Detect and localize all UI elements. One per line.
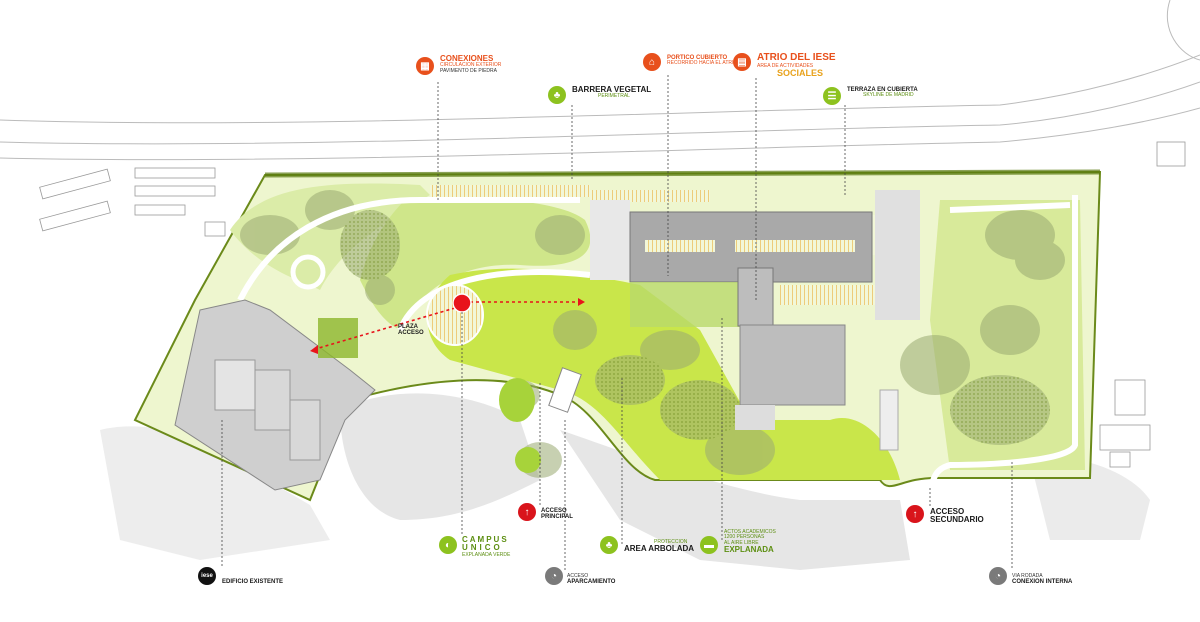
- road-icon: ◔: [989, 567, 1007, 585]
- campus-icon: ◐: [439, 536, 457, 554]
- label-portico: PORTICO CUBIERTO RECORRIDO HACIA EL ATRI…: [667, 55, 737, 67]
- conexiones-title: CONEXIONES: [440, 54, 494, 63]
- acceso-secundario-line2: SECUNDARIO: [930, 515, 984, 525]
- label-via: VIA RODADA CONEXION INTERNA: [1012, 573, 1073, 586]
- roundabout: [290, 254, 326, 290]
- plaza-marker: [452, 293, 472, 313]
- entry-planter: [499, 378, 535, 422]
- atrio-sub: AREA DE ACTIVIDADES: [757, 62, 814, 69]
- atrio-big: SOCIALES: [777, 67, 824, 78]
- arbolada-sub: PROTECCION: [654, 539, 688, 545]
- portico-sub: RECORRIDO HACIA EL ATRIO: [667, 60, 738, 67]
- campus-line1: CAMPUS: [462, 535, 509, 544]
- terraza-sub: SKYLINE DE MADRID: [863, 92, 914, 99]
- barrera-title: BARRERA VEGETAL: [572, 85, 652, 94]
- label-acceso-aparcamiento: ACCESO APARCAMIENTO: [567, 573, 616, 586]
- edificio-title: EDIFICIO EXISTENTE: [222, 579, 284, 585]
- campus-sub: EXPLANADA VERDE: [462, 551, 511, 558]
- campus-line2: UNICO: [462, 543, 503, 553]
- terrace-icon: ☰: [823, 87, 841, 105]
- label-terraza: TERRAZA EN CUBIERTA SKYLINE DE MADRID: [847, 87, 918, 99]
- explanada-sub3: AL AIRE LIBRE: [724, 539, 759, 546]
- acceso-principal-line2: PRINCIPAL: [541, 514, 573, 521]
- iese-building: [590, 190, 920, 451]
- access-principal-icon: ↑: [518, 503, 536, 521]
- barrera-sub: PERIMETRAL: [598, 93, 630, 100]
- label-acceso-principal: ACCESO PRINCIPAL: [541, 508, 573, 521]
- atrium-icon: ▤: [733, 53, 751, 71]
- via-line1: VIA RODADA: [1012, 573, 1043, 579]
- label-explanada: ACTOS ACADEMICOS 1200 PERSONAS AL AIRE L…: [724, 529, 776, 554]
- explanada-title: EXPLANADA: [724, 544, 774, 554]
- existing-building: [174, 299, 376, 491]
- parking-icon: ◔: [545, 567, 563, 585]
- acceso-secundario-line1: ACCESO: [930, 507, 965, 516]
- label-plaza: PLAZA ACCESO: [398, 324, 424, 337]
- atrio-title: ATRIO DEL IESE: [757, 52, 836, 63]
- label-edificio: EDIFICIO EXISTENTE: [222, 579, 283, 585]
- plaza-line2: ACCESO: [398, 330, 424, 337]
- label-barrera: BARRERA VEGETAL PERIMETRAL: [572, 85, 652, 100]
- conexiones-sub1: CIRCULACION EXTERIOR: [440, 62, 502, 69]
- plaza-line1: PLAZA: [398, 324, 418, 330]
- logo-icon: iese: [198, 567, 216, 585]
- terraza-title: TERRAZA EN CUBIERTA: [847, 87, 918, 93]
- forest-icon: ♣: [600, 536, 618, 554]
- leader-lines: [221, 75, 1013, 570]
- small-planter: [515, 447, 541, 473]
- pavement-icon: ▦: [416, 57, 434, 75]
- road: [0, 0, 1200, 161]
- paths: [237, 195, 1078, 502]
- conexiones-sub2: PAVIMENTO DE PIEDRA: [440, 67, 497, 74]
- label-arbolada: PROTECCION AREA ARBOLADA: [624, 539, 695, 554]
- lawn-icon: ▬: [700, 536, 718, 554]
- explanada-sub2: 1200 PERSONAS: [724, 534, 765, 541]
- axis-arrows: [311, 301, 582, 351]
- access-secondary-icon: ↑: [906, 505, 924, 523]
- label-acceso-secundario: ACCESO SECUNDARIO: [930, 507, 984, 525]
- label-conexiones: CONEXIONES CIRCULACION EXTERIOR PAVIMENT…: [440, 54, 502, 74]
- portico-title: PORTICO CUBIERTO: [667, 55, 728, 61]
- arbolada-title: AREA ARBOLADA: [624, 544, 695, 554]
- aparcamiento-line1: ACCESO: [567, 573, 589, 579]
- explanada-sub1: ACTOS ACADEMICOS: [724, 529, 776, 535]
- label-atrio: ATRIO DEL IESE AREA DE ACTIVIDADES SOCIA…: [757, 52, 836, 78]
- entry-gate: [548, 367, 582, 413]
- aparcamiento-line2: APARCAMIENTO: [567, 579, 616, 586]
- label-campus: CAMPUS UNICO EXPLANADA VERDE: [462, 535, 511, 558]
- acceso-principal-line1: ACCESO: [541, 508, 567, 514]
- neighbour-buildings: [39, 141, 1186, 468]
- portico-icon: ⌂: [643, 53, 661, 71]
- via-line2: CONEXION INTERNA: [1012, 579, 1073, 586]
- tree-icon: ♣: [548, 86, 566, 104]
